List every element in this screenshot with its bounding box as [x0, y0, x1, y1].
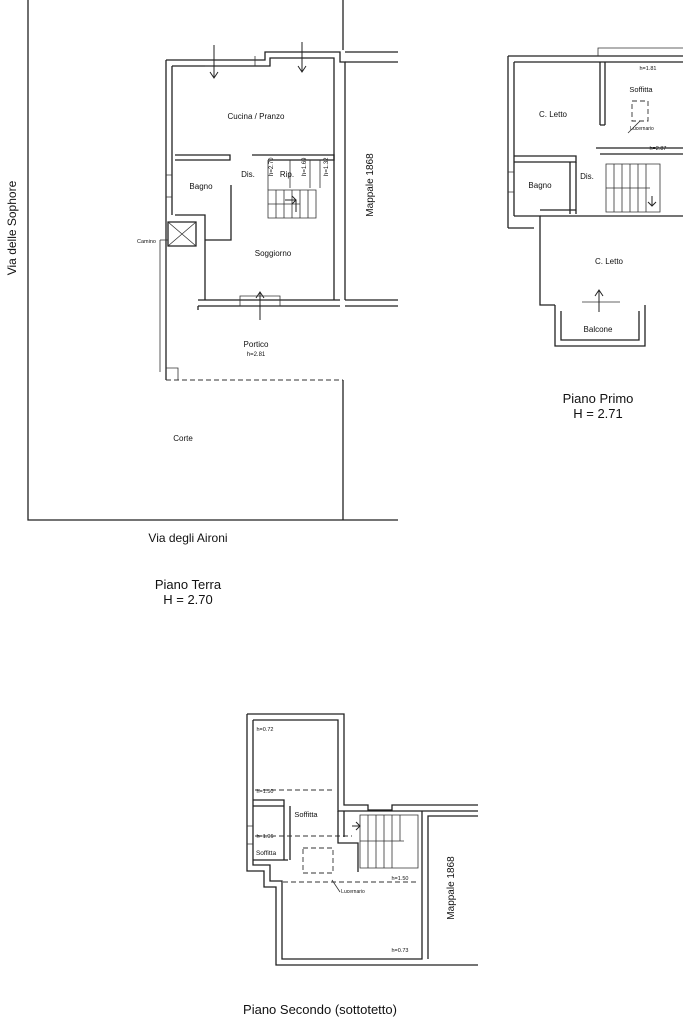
piano-primo-plan: C. Letto Soffitta h=1.81 Lucernario h=2.… [507, 47, 683, 347]
room-label-letto: C. Letto [539, 110, 568, 119]
floor-height: H = 2.71 [573, 406, 623, 421]
entrance-arrow [255, 291, 265, 320]
height-label: h=1.50 [257, 789, 274, 795]
entrance-arrow [209, 45, 219, 79]
height-label: h=1.32 [324, 157, 330, 176]
room-label-corte: Corte [173, 434, 193, 443]
room-label-dis: Dis. [580, 172, 594, 181]
lot-boundary [27, 0, 398, 521]
skylight-label: Lucernario [630, 126, 654, 132]
height-label: h=1.96 [257, 834, 274, 840]
piano-terra-plan: h=2.70 h=1.69 h=1.32 Cucina / Pranzo Dis… [5, 0, 398, 545]
height-label: h=0.73 [392, 948, 409, 954]
mappale-label: Mappale 1868 [446, 856, 457, 920]
street-label-left: Via delle Sophore [5, 180, 19, 275]
height-label: h=0.72 [257, 727, 274, 733]
height-label: h=2.81 [247, 352, 266, 358]
height-label: h=1.81 [640, 66, 657, 72]
room-label-bagno: Bagno [528, 181, 552, 190]
entrance-arrow [594, 289, 604, 312]
stairs [267, 189, 317, 219]
stairs [352, 814, 419, 869]
skylight [631, 100, 649, 122]
caption-piano-terra: Piano Terra H = 2.70 [128, 577, 248, 607]
room-label-bagno: Bagno [189, 182, 213, 191]
room-label-camino: Camino [137, 239, 156, 245]
room-label-cucina: Cucina / Pranzo [228, 112, 285, 121]
stairs [605, 163, 661, 213]
room-label-soffitta: Soffitta [629, 85, 653, 94]
height-label: h=1.50 [392, 876, 409, 882]
caption-piano-primo: Piano Primo H = 2.71 [538, 391, 658, 421]
height-label: h=2.70 [269, 157, 275, 176]
room-label-soffitta: Soffitta [256, 850, 277, 857]
skylight-label: Lucernario [341, 889, 365, 895]
caption-piano-secondo: Piano Secondo (sottotetto) [200, 1002, 440, 1017]
floor-title: Piano Primo [562, 391, 634, 406]
entrance-arrow [297, 42, 307, 73]
room-label-portico: Portico [244, 340, 269, 349]
floor-title: Piano Terra [154, 577, 222, 592]
room-label-letto: C. Letto [595, 257, 624, 266]
floor-height: H = 2.70 [163, 592, 213, 607]
room-label-rip: Rip. [280, 170, 294, 179]
mappale-label: Mappale 1868 [365, 153, 376, 217]
skylight [302, 847, 334, 874]
piano-secondo-plan: h=0.72 h=1.50 Soffitta h=1.96 Soffitta h… [246, 713, 478, 966]
room-label-soggiorno: Soggiorno [255, 249, 292, 258]
room-label-dis: Dis. [241, 170, 255, 179]
height-label: h=2.87 [650, 146, 667, 152]
floor-title: Piano Secondo (sottotetto) [243, 1002, 397, 1017]
street-label-bottom: Via degli Aironi [148, 531, 227, 545]
room-label-soffitta: Soffitta [294, 810, 318, 819]
room-label-balcone: Balcone [584, 325, 613, 334]
height-label: h=1.69 [302, 157, 308, 176]
